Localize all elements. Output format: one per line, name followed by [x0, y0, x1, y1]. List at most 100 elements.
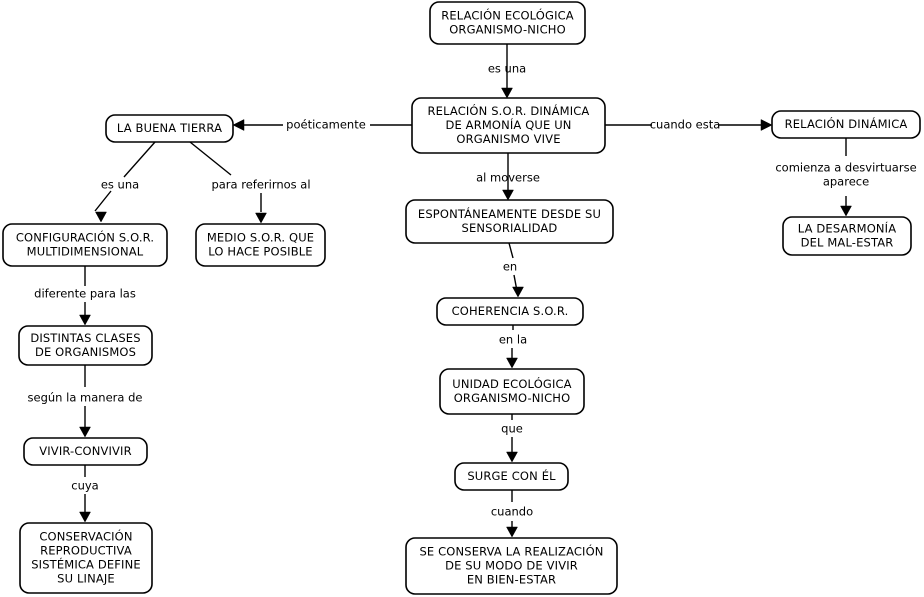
node-box[interactable] [405, 199, 614, 244]
link-line [94, 141, 156, 212]
links-layer: es una poéticamente cuando esta al moverse e… [28, 44, 917, 538]
link-label: en la [499, 333, 527, 347]
link-label: es una [488, 62, 526, 76]
link-cuando-esta: cuando esta [605, 118, 773, 132]
arrowhead-icon [79, 426, 91, 438]
node-label: RELACIÓN DINÁMICA [785, 116, 908, 131]
node-label: MEDIO S.O.R. QUE [207, 231, 314, 245]
node-label: DEL MAL-ESTAR [801, 236, 894, 250]
node-label: DE ORGANISMOS [35, 345, 136, 359]
node-label: LA BUENA TIERRA [117, 121, 222, 135]
node-box[interactable] [782, 216, 912, 256]
arrowhead-icon [760, 119, 773, 131]
node-box[interactable] [19, 522, 153, 594]
link-label: al moverse [476, 171, 540, 185]
link-es-una: es una [94, 141, 156, 223]
node-box[interactable] [195, 223, 326, 267]
node-vivir-convivir[interactable]: VIVIR-CONVIVIR [23, 437, 148, 466]
arrowhead-icon [255, 212, 267, 224]
link-label: comienza a desvirtuarse [775, 161, 916, 175]
arrowhead-icon [79, 314, 91, 326]
arrowhead-icon [506, 357, 518, 369]
node-label: COHERENCIA S.O.R. [452, 304, 569, 318]
node-box[interactable] [23, 437, 148, 466]
node-box[interactable] [18, 325, 153, 366]
arrowhead-icon [501, 87, 513, 99]
link-label: según la manera de [28, 391, 143, 405]
link-label: poéticamente [286, 118, 366, 132]
link-label: para referirnos al [211, 178, 310, 192]
link-label: cuando esta [650, 118, 721, 132]
link-en: en [503, 242, 524, 298]
node-box[interactable] [771, 110, 921, 139]
link-label: cuando [491, 505, 533, 519]
link-es-una: es una [488, 44, 526, 99]
link-segun-la-manera-de: según la manera de [28, 365, 143, 438]
node-label: EN BIEN-ESTAR [467, 573, 556, 587]
link-en-la: en la [499, 325, 527, 369]
node-box[interactable] [454, 462, 569, 491]
link-diferente-para-las: diferente para las [34, 266, 136, 326]
node-configuracion-s-o-r-multidimensional[interactable]: CONFIGURACIÓN S.O.R.MULTIDIMENSIONAL [2, 223, 168, 267]
node-label: RELACIÓN S.O.R. DINÁMICA [428, 103, 590, 118]
node-label: UNIDAD ECOLÓGICA [452, 376, 571, 391]
arrowhead-icon [512, 286, 524, 298]
node-relacion-dinamica[interactable]: RELACIÓN DINÁMICA [771, 110, 921, 139]
arrowhead-icon [502, 189, 514, 201]
node-label: DE SU MODO DE VIVIR [445, 559, 578, 573]
node-label: REPRODUCTIVA [40, 544, 132, 558]
node-label: SENSORIALIDAD [462, 221, 558, 235]
node-box[interactable] [405, 537, 618, 595]
node-label: SE CONSERVA LA REALIZACIÓN [419, 544, 603, 559]
node-box[interactable] [436, 297, 584, 326]
link-label: es una [101, 178, 139, 192]
node-label: RELACIÓN ECOLÓGICA [441, 8, 574, 23]
node-box[interactable] [429, 1, 586, 45]
link-poeticamente: poéticamente [232, 118, 412, 132]
link-que: que [501, 414, 523, 463]
node-box[interactable] [411, 97, 606, 154]
node-label: SISTÉMICA DEFINE [31, 557, 141, 572]
node-label: ORGANISMO-NICHO [449, 23, 566, 37]
node-label: SURGE CON ÉL [467, 468, 556, 483]
node-label: DE ARMONÍA QUE UN [445, 117, 571, 132]
node-label: LA DESARMONÍA [798, 221, 896, 236]
link-label: en [503, 260, 517, 274]
link-al-moverse: al moverse [476, 153, 540, 201]
arrowhead-icon [840, 205, 852, 217]
link-cuya: cuya [71, 465, 99, 523]
node-label: DISTINTAS CLASES [30, 331, 140, 345]
node-label: CONSERVACIÓN [39, 529, 132, 544]
link-para-referirnos-al: para referirnos al [189, 141, 311, 224]
arrowhead-icon [506, 526, 518, 538]
node-box[interactable] [439, 368, 585, 415]
node-label: SU LINAJE [57, 572, 115, 586]
node-label: MULTIDIMENSIONAL [27, 245, 144, 259]
link-label: diferente para las [34, 287, 136, 301]
node-surge-con-el[interactable]: SURGE CON ÉL [454, 462, 569, 491]
link-cuando: cuando [491, 490, 533, 538]
node-box[interactable] [105, 114, 234, 143]
node-la-buena-tierra[interactable]: LA BUENA TIERRA [105, 114, 234, 143]
link-label: cuya [71, 479, 98, 493]
link-line [189, 141, 262, 212]
arrowhead-icon [79, 511, 91, 523]
node-label: LO HACE POSIBLE [208, 245, 312, 259]
node-coherencia-s-o-r[interactable]: COHERENCIA S.O.R. [436, 297, 584, 326]
arrowhead-icon [506, 451, 518, 463]
link-label: aparece [823, 175, 869, 189]
link-label: que [501, 422, 523, 436]
node-label: ORGANISMO VIVE [456, 132, 560, 146]
node-box[interactable] [2, 223, 168, 267]
